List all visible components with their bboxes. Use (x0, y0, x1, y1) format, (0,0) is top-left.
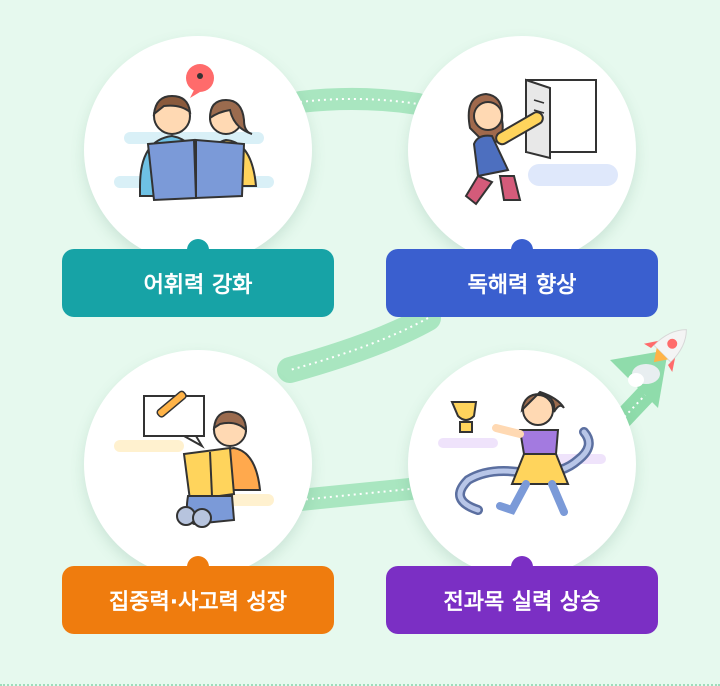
step-3-label: 집중력·사고력 성장 (62, 556, 334, 634)
step-4-illustration (408, 350, 636, 578)
girl-with-pencil-and-book-icon (464, 78, 618, 206)
bottom-divider (0, 684, 720, 686)
step-2-illustration (408, 36, 636, 264)
girl-running-with-trophy-icon (438, 390, 606, 516)
step-3-illustration (84, 350, 312, 578)
step-1-label: 어휘력 강화 (62, 239, 334, 317)
kids-reading-book-icon (114, 64, 274, 202)
step-1-illustration (84, 36, 312, 264)
step-4-label: 전과목 실력 상승 (386, 556, 658, 634)
step-2-label: 독해력 향상 (386, 239, 658, 317)
rocket-icon (628, 329, 687, 387)
boy-reading-with-pencil-icon (114, 390, 274, 528)
